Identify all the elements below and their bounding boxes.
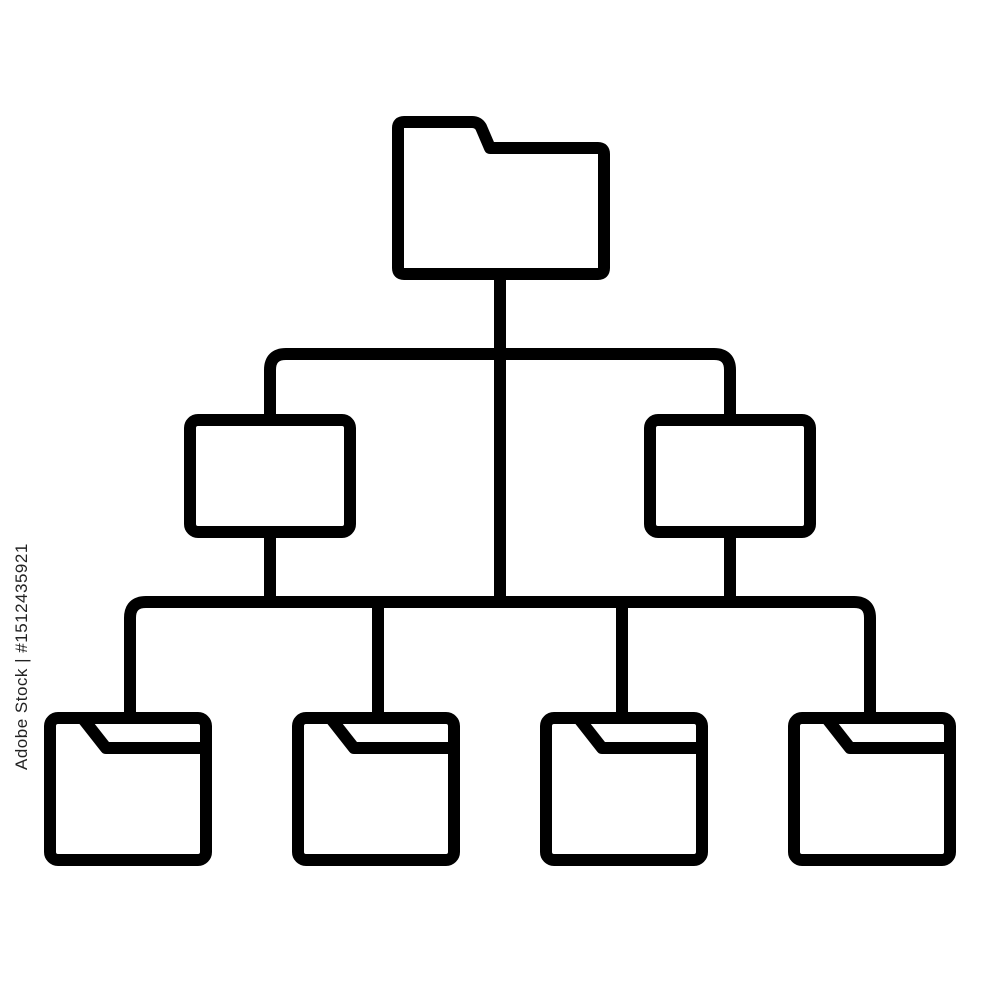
root-folder-icon	[392, 116, 610, 280]
right-mid-box-icon	[644, 414, 816, 538]
watermark-id: #1512435921	[12, 543, 31, 653]
upper-branch-connector	[264, 348, 736, 424]
connector-lines	[124, 272, 876, 722]
left-mid-box-icon	[184, 414, 356, 538]
bottom-folder-icon-4	[788, 712, 956, 866]
watermark-separator: |	[12, 652, 31, 669]
watermark-brand: Adobe Stock	[12, 668, 31, 770]
bottom-folder-icon-2	[292, 712, 460, 866]
bottom-folder-icon-1	[44, 712, 212, 866]
stock-watermark: Adobe Stock | #1512435921	[12, 543, 32, 770]
bottom-folder-icon-3	[540, 712, 708, 866]
lower-branch-connector	[124, 596, 876, 722]
